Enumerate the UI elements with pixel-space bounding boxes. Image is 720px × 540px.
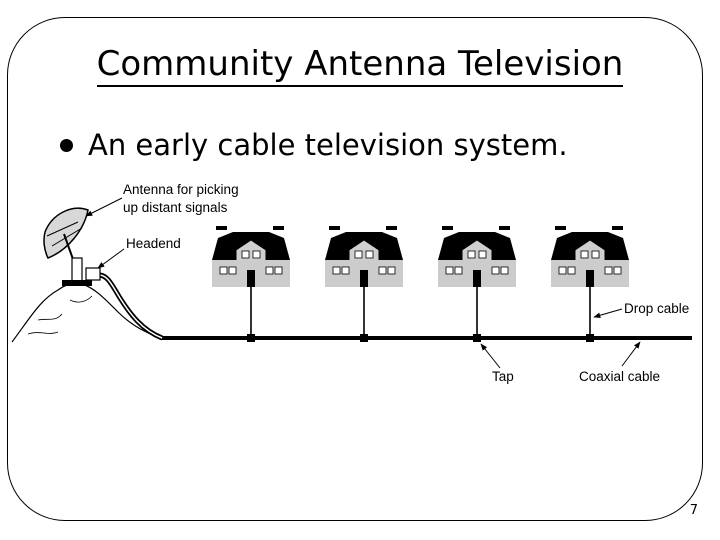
antenna-label-line1: Antenna for picking — [123, 182, 239, 197]
bullet-dot-icon — [60, 138, 73, 152]
bullet-text: An early cable television system. — [88, 128, 568, 162]
tap-label: Tap — [492, 369, 514, 384]
headend-box-icon — [85, 267, 101, 281]
headend-label: Headend — [126, 236, 181, 251]
slide-title: Community Antenna Television — [0, 42, 720, 87]
house-4 — [550, 225, 630, 342]
antenna-label-line2: up distant signals — [123, 200, 228, 215]
house-2 — [324, 225, 404, 342]
coaxial-cable-label: Coaxial cable — [579, 369, 660, 384]
hill — [11, 282, 163, 343]
headend-leader — [97, 248, 125, 269]
drop-cable-label: Drop cable — [624, 301, 689, 316]
bullet-item: An early cable television system. — [60, 125, 568, 165]
slide-frame — [7, 17, 703, 521]
house-1 — [211, 225, 291, 342]
headend-cable — [99, 272, 164, 341]
slide-title-text: Community Antenna Television — [96, 44, 624, 87]
page-number: 7 — [689, 503, 698, 518]
house-3 — [437, 225, 517, 342]
antenna-leader — [85, 197, 123, 217]
antenna-dish-icon — [43, 207, 92, 286]
drop-cable-leader — [593, 308, 623, 318]
tap-leader — [480, 343, 501, 369]
coax-leader — [621, 341, 641, 367]
